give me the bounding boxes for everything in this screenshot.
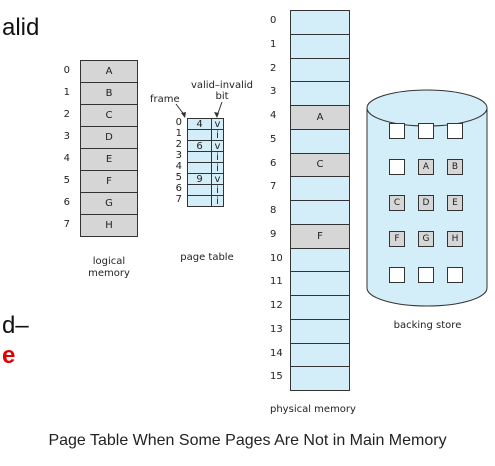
page-table-index: 3 [175, 150, 182, 161]
frame-index: 11 [270, 276, 283, 288]
valid-invalid-bit-cell: i [211, 195, 224, 207]
page-table-index: 2 [175, 139, 182, 150]
figure-caption: Page Table When Some Pages Are Not in Ma… [48, 432, 447, 449]
page-table-index: 4 [175, 161, 182, 172]
logical-page-index: 5 [63, 175, 70, 186]
physical-frame-cell: F [290, 223, 350, 249]
logical-page-cell: C [80, 104, 138, 127]
logical-page-index: 3 [63, 131, 70, 142]
logical-page-cell: D [80, 126, 138, 149]
backing-store-page-box [389, 159, 405, 175]
physical-frame-cell [290, 342, 350, 368]
slide-text-fragment-red: e [2, 342, 16, 369]
frame-index: 6 [270, 157, 277, 169]
physical-frame-cell [290, 176, 350, 201]
frame-index: 3 [270, 86, 277, 98]
logical-page-index: 4 [63, 153, 70, 164]
physical-frame-cell [290, 200, 350, 225]
frame-index: 9 [270, 228, 277, 240]
slide-text-fragment-mid: d– [2, 312, 29, 339]
physical-frame-cell [290, 33, 350, 59]
logical-memory-label: logical memory [80, 256, 138, 280]
physical-frame-cell [290, 128, 350, 154]
logical-page-index: 6 [63, 197, 70, 208]
frame-index: 1 [270, 38, 277, 50]
frame-index: 4 [270, 110, 277, 121]
physical-frame-cell [290, 318, 350, 344]
physical-frame-cell [290, 81, 350, 106]
physical-memory-label: physical memory [270, 404, 356, 415]
label-arrows [175, 101, 223, 118]
backing-store-page-box: B [447, 159, 463, 175]
logical-page-cell: F [80, 170, 138, 193]
backing-store-page-box [389, 267, 405, 283]
logical-page-index: 1 [63, 87, 70, 98]
page-table-label: page table [180, 252, 234, 263]
backing-store-page-box: G [418, 231, 434, 247]
physical-frame-cell [290, 10, 350, 35]
backing-store-page-box [447, 123, 463, 139]
logical-page-cell: A [80, 60, 138, 83]
backing-store-page-box [447, 267, 463, 283]
backing-store-page-box [418, 123, 434, 139]
logical-page-index: 7 [63, 219, 70, 230]
backing-store-page-box [418, 267, 434, 283]
backing-store-page-box [389, 123, 405, 139]
frame-index: 15 [270, 371, 283, 383]
page-table-index: 1 [175, 128, 182, 139]
bit-label-line2: bit [215, 91, 229, 102]
physical-frame-cell [290, 366, 350, 391]
frame-index: 2 [270, 62, 277, 74]
logical-page-cell: H [80, 214, 138, 237]
frame-label: frame [150, 94, 180, 105]
page-table-index: 7 [175, 194, 182, 205]
page-table-index: 6 [175, 183, 182, 194]
logical-page-cell: B [80, 82, 138, 105]
frame-index: 13 [270, 323, 283, 335]
physical-frame-cell [290, 271, 350, 296]
frame-index: 10 [270, 252, 283, 264]
frame-index: 5 [270, 133, 277, 145]
physical-frame-cell: C [290, 152, 350, 178]
backing-store-page-box: C [389, 195, 405, 211]
logical-memory-label-line2: memory [88, 268, 130, 279]
page-table-index: 5 [175, 172, 182, 183]
frame-index: 12 [270, 300, 283, 311]
backing-store-page-box: E [447, 195, 463, 211]
backing-store-page-box: H [447, 231, 463, 247]
backing-store-page-box: A [418, 159, 434, 175]
frame-index: 8 [270, 205, 277, 216]
backing-store-label: backing store [393, 320, 462, 331]
logical-page-cell: G [80, 192, 138, 215]
frame-number-cell [187, 195, 212, 207]
physical-frame-cell [290, 57, 350, 83]
frame-index: 7 [270, 181, 277, 193]
logical-page-index: 0 [63, 65, 70, 76]
physical-frame-cell [290, 247, 350, 273]
frame-index: 0 [270, 15, 277, 26]
backing-store-page-box: D [418, 195, 434, 211]
slide-text-fragment-top: alid [2, 14, 40, 41]
bit-label-line1: valid–invalid [190, 80, 254, 91]
logical-memory-label-line1: logical [92, 256, 126, 267]
valid-invalid-bit-label: valid–invalid bit [187, 80, 257, 102]
logical-page-index: 2 [63, 109, 70, 120]
physical-frame-cell [290, 295, 350, 320]
physical-frame-cell: A [290, 105, 350, 130]
page-table-index: 0 [175, 117, 182, 128]
frame-index: 14 [270, 347, 283, 359]
logical-page-cell: E [80, 148, 138, 171]
backing-store-page-box: F [389, 231, 405, 247]
